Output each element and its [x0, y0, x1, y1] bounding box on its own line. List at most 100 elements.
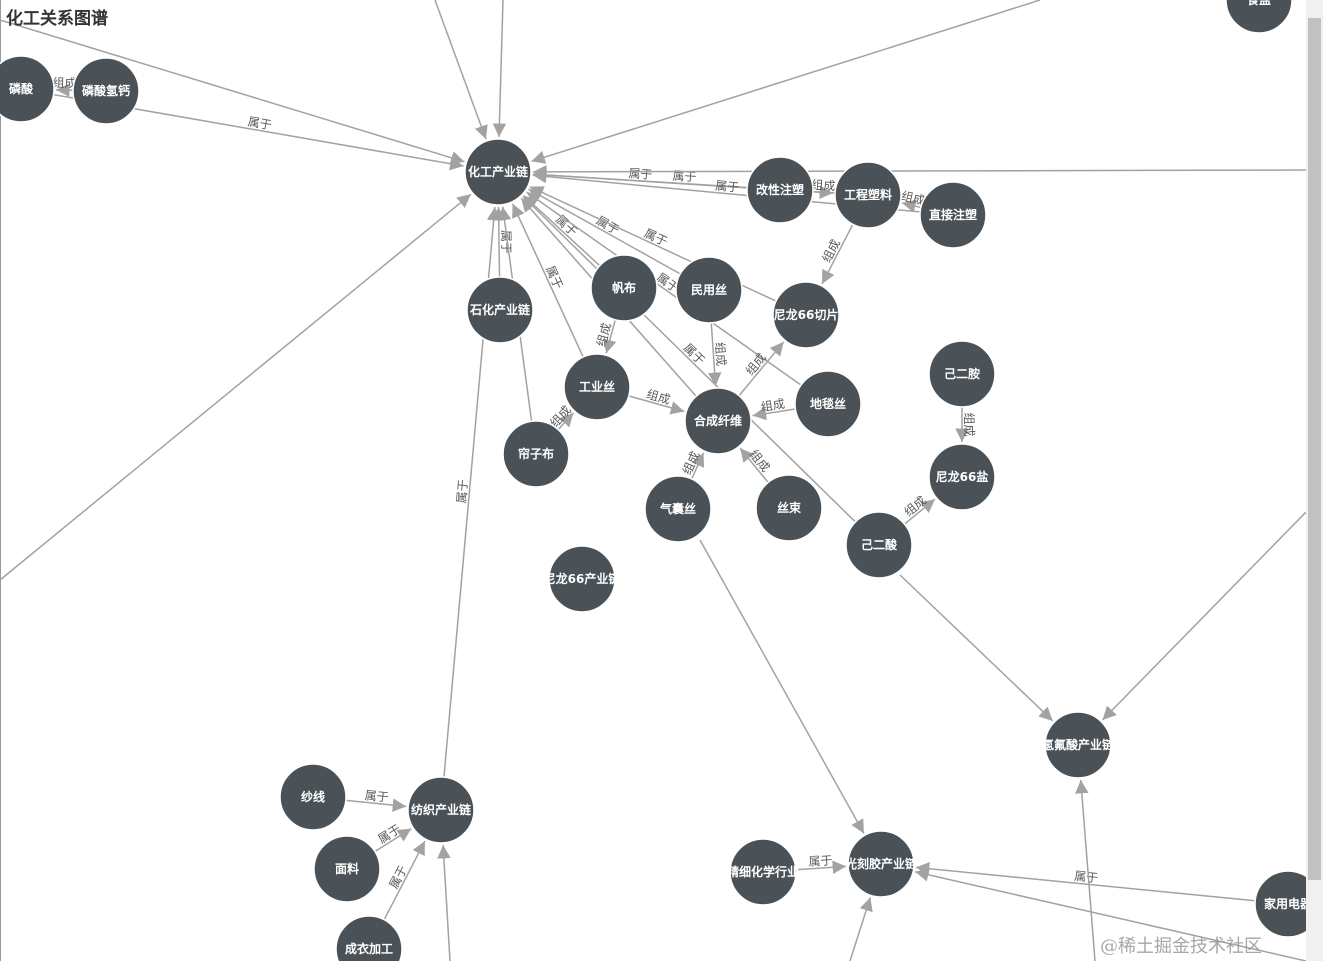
- edge-shaxian-fangzhi: 属于: [345, 788, 407, 812]
- edge-line: [0, 19, 465, 165]
- graph-node-linsuanqing[interactable]: 磷酸氢钙: [72, 57, 140, 125]
- graph-node-jiayong[interactable]: 家用电器: [1254, 870, 1306, 938]
- node-circle[interactable]: [563, 353, 631, 421]
- edge-minyong-hecheng: 组成: [707, 322, 728, 387]
- node-circle[interactable]: [847, 830, 915, 898]
- offscreen-edge-5: [0, 19, 465, 165]
- graph-node-gaixing[interactable]: 改性注塑: [746, 156, 814, 224]
- edge-line: [528, 188, 681, 275]
- graph-node-petro[interactable]: 石化产业链: [466, 276, 534, 344]
- graph-node-minyong[interactable]: 民用丝: [675, 256, 743, 324]
- graph-node-ditansi[interactable]: 地毯丝: [794, 370, 862, 438]
- node-circle[interactable]: [1044, 711, 1112, 779]
- graph-node-nylon66yan[interactable]: 尼龙66盐: [928, 443, 996, 511]
- edge-qinangsi-hecheng: 组成: [680, 449, 705, 480]
- graph-node-nylonchain[interactable]: 尼龙66产业链: [544, 545, 622, 613]
- graph-node-chem[interactable]: 化工产业链: [464, 138, 532, 206]
- graph-node-gongcheng[interactable]: 工程塑料: [834, 161, 902, 229]
- node-circle[interactable]: [502, 420, 570, 488]
- node-circle[interactable]: [794, 370, 862, 438]
- edge-jiayong-guangke: 属于: [915, 862, 1256, 902]
- edge-fanbu-gongyesi: 组成: [594, 319, 617, 354]
- node-circle[interactable]: [464, 138, 532, 206]
- graph-node-jiersuan[interactable]: 己二酸: [845, 511, 913, 579]
- edge-label: 属于: [499, 230, 513, 254]
- edge-label: 组成: [594, 321, 614, 348]
- edge-line: [522, 195, 856, 523]
- edge-line: [374, 827, 412, 853]
- node-circle[interactable]: [466, 276, 534, 344]
- edge-label: 属于: [1074, 869, 1099, 885]
- node-circle[interactable]: [407, 776, 475, 844]
- node-circle[interactable]: [834, 161, 902, 229]
- graph-node-shaxian[interactable]: 纱线: [279, 763, 347, 831]
- graph-node-qingfu[interactable]: 氢氟酸产业链: [1042, 711, 1115, 779]
- graph-node-hecheng[interactable]: 合成纤维: [684, 387, 752, 455]
- offscreen-edge-3: [532, 165, 1306, 179]
- graph-node-guangke[interactable]: 光刻胶产业链: [844, 830, 918, 898]
- edge-line: [434, 0, 488, 140]
- graph-node-nylon66qp[interactable]: 尼龙66切片: [772, 281, 840, 349]
- node-circle[interactable]: [919, 181, 987, 249]
- node-circle[interactable]: [279, 763, 347, 831]
- edge-jingxi-guangke: 属于: [795, 853, 847, 875]
- node-circle[interactable]: [0, 55, 55, 123]
- node-circle[interactable]: [928, 443, 996, 511]
- offscreen-edge-1: [492, 0, 507, 138]
- edge-jiersuan-nylon66yan: 组成: [902, 493, 936, 525]
- graph-node-linsuan[interactable]: 磷酸: [0, 55, 55, 123]
- node-circle[interactable]: [746, 156, 814, 224]
- edge-label: 属于: [672, 169, 697, 184]
- edge-line: [821, 223, 854, 285]
- offscreen-edge-0: [434, 0, 488, 140]
- node-circle[interactable]: [684, 387, 752, 455]
- edge-label: 组成: [760, 397, 786, 415]
- graph-node-jierxan[interactable]: 己二胺: [928, 340, 996, 408]
- graph-node-qinangsi[interactable]: 气囊丝: [644, 475, 712, 543]
- node-circle[interactable]: [675, 256, 743, 324]
- graph-node-zhijie[interactable]: 直接注塑: [919, 181, 987, 249]
- graph-node-chengyi[interactable]: 成衣加工: [335, 915, 403, 961]
- edge-line: [557, 412, 574, 431]
- graph-node-mianliao[interactable]: 面料: [313, 835, 381, 903]
- edge-line: [437, 844, 451, 961]
- edge-line: [901, 199, 922, 213]
- edge-label: 组成: [811, 178, 836, 193]
- node-circle[interactable]: [1254, 870, 1306, 938]
- scrollbar-thumb[interactable]: [1308, 18, 1321, 880]
- graph-node-jingxi[interactable]: 精细化学行业: [727, 838, 799, 906]
- node-circle[interactable]: [335, 915, 403, 961]
- node-circle[interactable]: [1225, 0, 1293, 34]
- node-circle[interactable]: [548, 545, 616, 613]
- graph-node-fanbu[interactable]: 帆布: [590, 254, 658, 322]
- graph-node-gongyesi[interactable]: 工业丝: [563, 353, 631, 421]
- graph-node-sishu[interactable]: 丝束: [755, 474, 823, 542]
- node-circle[interactable]: [72, 57, 140, 125]
- edge-label: 组成: [962, 412, 976, 436]
- node-circle[interactable]: [755, 474, 823, 542]
- offscreen-edge-4: [0, 193, 472, 581]
- graph-node-fangzhi[interactable]: 纺织产业链: [407, 776, 475, 844]
- node-circle[interactable]: [644, 475, 712, 543]
- node-circle[interactable]: [590, 254, 658, 322]
- node-circle[interactable]: [729, 838, 797, 906]
- node-circle[interactable]: [928, 340, 996, 408]
- edge-fanbu-chem: 属于: [523, 195, 601, 267]
- edge-ditansi-hecheng: 组成: [752, 397, 796, 421]
- edge-label: 属于: [364, 788, 389, 804]
- edge-line: [383, 840, 426, 921]
- vertical-scrollbar[interactable]: [1306, 0, 1323, 961]
- graph-node-lianzibu[interactable]: 帘子布: [502, 420, 570, 488]
- node-circle[interactable]: [772, 281, 840, 349]
- node-circle[interactable]: [845, 511, 913, 579]
- offscreen-edge-8: [699, 539, 865, 834]
- node-circle[interactable]: [313, 835, 381, 903]
- graph-node-topright[interactable]: 食盐: [1225, 0, 1293, 34]
- edge-line: [0, 193, 472, 581]
- edge-line: [628, 395, 685, 415]
- edge-label: 组成: [52, 76, 76, 91]
- edge-line: [899, 574, 1054, 722]
